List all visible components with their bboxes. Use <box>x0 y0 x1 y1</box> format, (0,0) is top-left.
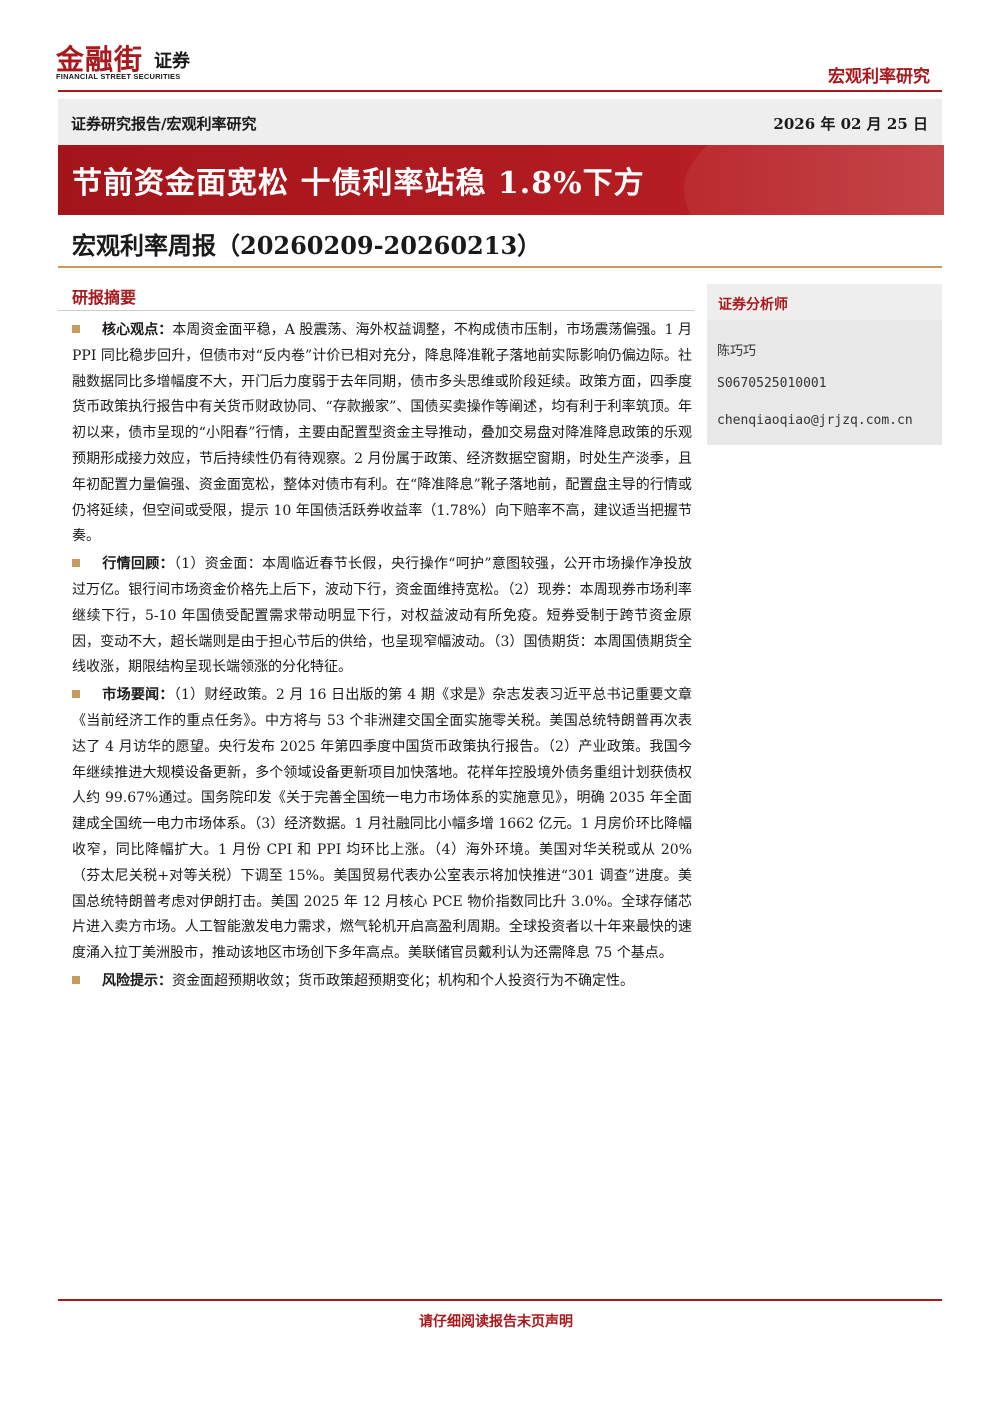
header-divider <box>58 90 942 92</box>
logo-en-text: FINANCIAL STREET SECURITIES <box>56 72 181 81</box>
report-date: 2026 年 02 月 25 日 <box>773 115 928 133</box>
paragraph-heading: 市场要闻： <box>102 687 174 704</box>
paragraph-risk-warning: 风险提示：资金面超预期收敛；货币政策超预期变化；机构和个人投资行为不确定性。 <box>72 969 692 995</box>
section-divider <box>58 310 694 311</box>
section-heading: 研报摘要 <box>72 288 137 307</box>
analyst-email[interactable]: chenqiaoqiao@jrjzq.com.cn <box>717 413 913 428</box>
paragraph-text: 本周资金面平稳，A 股震荡、海外权益调整，不构成债市压制，市场震荡偏强。1 月 … <box>72 322 692 545</box>
logo-cn-text: 金融街 <box>56 43 144 76</box>
report-type-bar: 证券研究报告/宏观利率研究 2026 年 02 月 25 日 <box>58 99 942 145</box>
paragraph-heading: 行情回顾： <box>102 556 174 573</box>
bullet-icon <box>72 325 80 333</box>
paragraph-text: 资金面超预期收敛；货币政策超预期变化；机构和个人投资行为不确定性。 <box>172 972 634 989</box>
footer-disclaimer: 请仔细阅读报告末页声明 <box>419 1314 573 1330</box>
footer-divider <box>58 1299 942 1301</box>
summary-body: 核心观点：本周资金面平稳，A 股震荡、海外权益调整，不构成债市压制，市场震荡偏强… <box>72 318 692 997</box>
analyst-info-box: 陈巧巧 S0670525010001 chenqiaoqiao@jrjzq.co… <box>707 320 942 445</box>
bullet-icon <box>72 975 80 984</box>
paragraph-text: （1）财经政策。2 月 16 日出版的第 4 期《求是》杂志发表习近平总书记重要… <box>72 687 692 962</box>
analyst-heading-box: 证券分析师 <box>707 284 942 320</box>
subtitle-divider <box>58 266 942 268</box>
analyst-license: S0670525010001 <box>717 376 827 391</box>
bullet-icon <box>72 690 80 699</box>
paragraph-market-news: 市场要闻：（1）财经政策。2 月 16 日出版的第 4 期《求是》杂志发表习近平… <box>72 683 692 967</box>
paragraph-text: （1）资金面：本周临近春节长假，央行操作“呵护”意图较强，公开市场操作净投放过万… <box>72 556 692 676</box>
analyst-heading: 证券分析师 <box>718 297 788 313</box>
logo-cn-sub-text: 证券 <box>154 51 190 72</box>
report-subtitle: 宏观利率周报（20260209-20260213） <box>72 231 542 260</box>
title-banner: 节前资金面宽松 十债利率站稳 1.8%下方 <box>58 145 944 215</box>
paragraph-heading: 风险提示： <box>102 972 172 989</box>
paragraph-market-review: 行情回顾：（1）资金面：本周临近春节长假，央行操作“呵护”意图较强，公开市场操作… <box>72 552 692 681</box>
paragraph-core-view: 核心观点：本周资金面平稳，A 股震荡、海外权益调整，不构成债市压制，市场震荡偏强… <box>72 318 692 550</box>
paragraph-heading: 核心观点： <box>102 322 173 338</box>
analyst-name: 陈巧巧 <box>717 344 757 359</box>
report-title: 节前资金面宽松 十债利率站稳 1.8%下方 <box>72 166 645 201</box>
bullet-icon <box>72 559 80 568</box>
company-logo: 金融街 证券 FINANCIAL STREET SECURITIES <box>56 38 206 86</box>
banner-decoration <box>684 145 944 215</box>
report-type: 证券研究报告/宏观利率研究 <box>71 115 257 133</box>
header-category: 宏观利率研究 <box>828 67 930 87</box>
